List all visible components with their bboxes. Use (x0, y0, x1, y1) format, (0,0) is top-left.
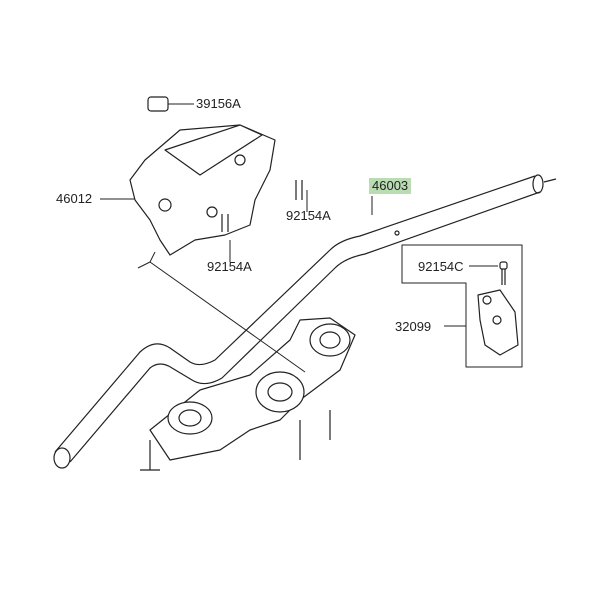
handlebar (53, 174, 557, 469)
part-label[interactable]: 39156A (196, 96, 241, 111)
part-label[interactable]: 92154A (286, 208, 331, 223)
part-label[interactable]: 46012 (56, 191, 93, 206)
inset-box (401, 244, 523, 368)
part-label-highlighted[interactable]: 46003 (369, 178, 412, 194)
part-label[interactable]: 32099 (395, 319, 432, 334)
leader-lines (100, 103, 498, 373)
handlebar-holder (477, 261, 519, 356)
top-clamp (140, 317, 356, 471)
part-label[interactable]: 92154C (418, 259, 464, 274)
brake-master-cylinder (129, 96, 303, 256)
part-label[interactable]: 92154A (207, 259, 252, 274)
